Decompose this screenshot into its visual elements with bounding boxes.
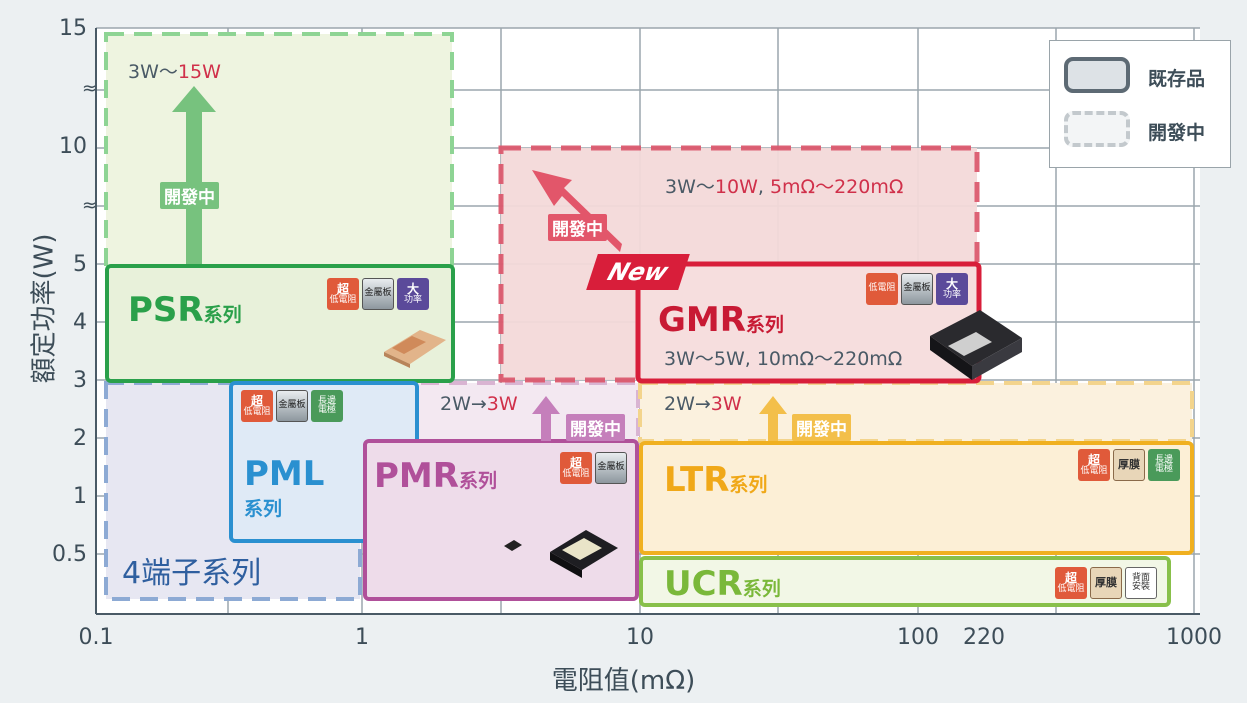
pmr-product-image [504, 530, 618, 578]
legend-developing-swatch [1064, 111, 1130, 147]
y-tick-label: 0.5 [52, 542, 87, 567]
back-mount-badge: 背面安裝 [1125, 567, 1157, 599]
psr-product-image [384, 330, 446, 368]
metal-plate-badge: 金屬板 [276, 390, 308, 422]
pmr-dev-arrow [532, 396, 560, 441]
legend-developing-label: 開發中 [1148, 122, 1206, 144]
high-power-badge: 大功率 [936, 273, 968, 305]
ultra-low-resistance-badge: 超低電阻 [1078, 449, 1110, 481]
new-badge: New [586, 254, 690, 290]
ltr-badges: 超低電阻 厚膜 長邊電極 [1078, 449, 1180, 481]
pml-badges: 超低電阻 金屬板 長邊電極 [241, 390, 343, 422]
metal-plate-badge: 金屬板 [595, 452, 627, 484]
legend-existing-swatch [1064, 57, 1130, 93]
y-tick-label: 4 [73, 310, 87, 335]
axis-break-icon: ≈ [82, 195, 98, 216]
psr-badges: 超低電阻 金屬板 大功率 [327, 278, 429, 310]
x-tick-label: 10 [626, 625, 654, 650]
gmr-series-name: GMR系列 [658, 300, 784, 340]
ltr-dev-range: 2W→3W [664, 393, 742, 415]
ucr-area [639, 556, 1171, 607]
gmr-badges: 低電阻 金屬板 大功率 [866, 273, 968, 305]
x-tick-label: 100 [897, 625, 939, 650]
y-tick-label: 3 [73, 368, 87, 393]
ltr-dev-tag: 開發中 [792, 414, 851, 441]
psr-dev-area [104, 32, 454, 268]
pmr-badges: 超低電阻 金屬板 [560, 452, 627, 484]
ultra-low-resistance-badge: 超低電阻 [241, 390, 273, 422]
long-side-electrode-badge: 長邊電極 [1148, 449, 1180, 481]
ultra-low-resistance-badge: 超低電阻 [327, 278, 359, 310]
axes [95, 28, 1200, 615]
y-tick-label: 1 [73, 484, 87, 509]
ltr-area [639, 441, 1194, 555]
y-tick-label: 10 [59, 134, 87, 159]
high-power-badge: 大功率 [397, 278, 429, 310]
y-tick-label: 2 [73, 426, 87, 451]
gmr-dev-range: 3W〜10W, 5mΩ〜220mΩ [665, 176, 904, 198]
thick-film-badge: 厚膜 [1090, 567, 1122, 599]
legend-existing-label: 既存品 [1148, 68, 1206, 90]
x-axis-title: 電阻值(mΩ) [551, 666, 696, 696]
metal-plate-badge: 金屬板 [362, 278, 394, 310]
x-tick-label: 1000 [1166, 625, 1222, 650]
x-tick-label: 1 [355, 625, 369, 650]
psr-dev-range: 3W〜15W [128, 61, 221, 83]
pmr-dev-tag: 開發中 [566, 414, 625, 441]
y-axis-title: 額定功率(W) [29, 233, 60, 384]
legend: 既存品 開發中 [1049, 40, 1231, 168]
axis-break-icon: ≈ [82, 78, 98, 99]
ultra-low-resistance-badge: 超低電阻 [1055, 567, 1087, 599]
ucr-badges: 超低電阻 厚膜 背面安裝 [1055, 567, 1157, 599]
pmr-series-name: PMR系列 [374, 456, 497, 496]
four-terminal-series-name: 4端子系列 [122, 556, 262, 591]
metal-plate-badge: 金屬板 [901, 273, 933, 305]
y-tick-label: 5 [73, 252, 87, 277]
y-tick-label: 15 [59, 16, 87, 41]
gmr-range: 3W〜5W, 10mΩ〜220mΩ [664, 348, 903, 370]
gmr-dev-tag: 開發中 [548, 214, 607, 241]
ultra-low-resistance-badge: 超低電阻 [560, 452, 592, 484]
ltr-series-name: LTR系列 [664, 460, 768, 500]
x-tick-label: 0.1 [78, 625, 114, 650]
psr-dev-tag: 開發中 [160, 182, 219, 209]
long-side-electrode-badge: 長邊電極 [311, 390, 343, 422]
x-tick-label: 220 [963, 625, 1005, 650]
psr-dev-arrow [172, 86, 216, 264]
pmr-dev-range: 2W→3W [440, 393, 518, 415]
psr-series-name: PSR系列 [128, 290, 242, 330]
region-layer [104, 32, 1194, 607]
ltr-dev-arrow [759, 396, 787, 441]
thick-film-badge: 厚膜 [1113, 449, 1145, 481]
low-resistance-badge: 低電阻 [866, 273, 898, 305]
ucr-series-name: UCR系列 [664, 564, 781, 604]
gmr-product-image [930, 310, 1022, 380]
